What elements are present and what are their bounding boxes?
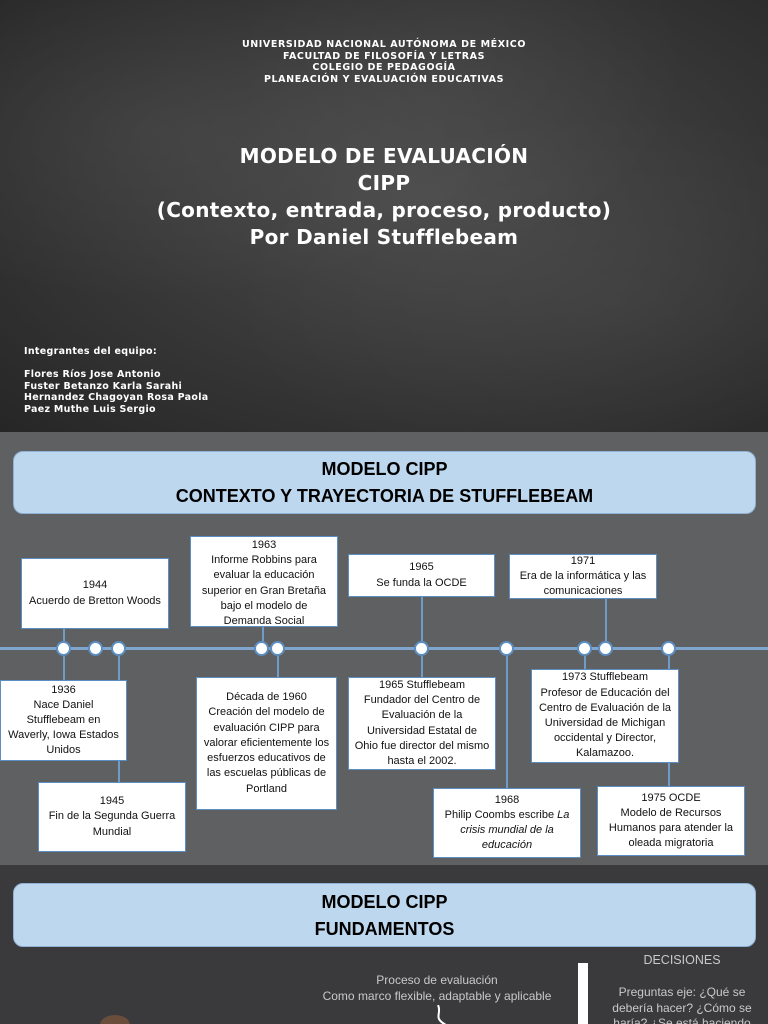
event-date: 1968 [494,793,520,806]
institution-college: COLEGIO DE PEDAGOGÍA [312,62,456,73]
event-date: Década de 1960 [226,691,307,704]
event-text: Philip Coombs escribe La crisis mundial … [439,808,575,854]
timeline-connector [262,626,264,642]
divider-bar [578,963,588,1024]
title-slide: UNIVERSIDAD NACIONAL AUTÓNOMA DE MÉXICO … [0,0,768,432]
event-date: 1944 [82,579,108,592]
timeline-marker [598,641,613,656]
event-text: Modelo de Recursos Humanos para atender … [608,806,734,850]
event-date: 1963 [251,539,277,551]
presentation-title: MODELO DE EVALUACIÓN [239,144,529,168]
event-text: Fundador del Centro de Evaluación de la … [354,694,490,767]
event-1936: 1936 Nace Daniel Stufflebeam en Waverly,… [0,680,127,761]
timeline-marker [499,641,514,656]
timeline-marker [56,641,71,656]
event-1945: 1945 Fin de la Segunda Guerra Mundial [38,782,186,852]
banner-title: MODELO CIPP [321,459,448,479]
event-text: Acuerdo de Bretton Woods [29,594,161,607]
event-1971: 1971 Era de la informática y las comunic… [509,554,657,599]
event-date: 1936 [51,683,76,696]
process-heading: Proceso de evaluación [376,973,498,987]
chalkboard-texture [0,0,768,432]
timeline-connector [421,656,423,677]
fundamentals-slide: MODELO CIPP FUNDAMENTOS Proceso de evalu… [0,865,768,1024]
event-1965-stufflebeam: 1965 Stufflebeam Fundador del Centro de … [348,677,496,770]
banner-subtitle: CONTEXTO Y TRAYECTORIA DE STUFFLEBEAM [175,486,594,506]
event-text: Se funda la OCDE [376,576,467,589]
timeline-banner: MODELO CIPP CONTEXTO Y TRAYECTORIA DE ST… [13,451,756,514]
timeline-marker [661,641,676,656]
team-member: Paez Muthe Luis Sergio [24,403,156,415]
question-line: haría? ¿Se está haciendo [613,1016,751,1024]
event-date: 1973 Stufflebeam [561,671,649,684]
decisions-heading: DECISIONES [643,953,721,967]
question-line: Preguntas eje: ¿Qué se [618,985,746,999]
event-date: 1965 [409,561,434,574]
brace-icon [437,1005,447,1024]
timeline-marker [414,641,429,656]
presentation-subtitle: (Contexto, entrada, proceso, producto) [156,198,612,222]
event-1965-ocde: 1965 Se funda la OCDE [348,554,495,597]
banner-subtitle: FUNDAMENTOS [314,919,455,939]
event-1975: 1975 OCDE Modelo de Recursos Humanos par… [597,786,745,856]
presentation-title-acronym: CIPP [357,171,411,195]
team-member: Fuster Betanzo Karla Sarahi [24,380,183,392]
institution-faculty: FACULTAD DE FILOSOFÍA Y LETRAS [282,50,486,62]
event-text: Profesor de Educación del Centro de Eval… [538,686,672,760]
event-1973: 1973 Stufflebeam Profesor de Educación d… [531,669,679,763]
team-member: Flores Ríos Jose Antonio [24,369,161,380]
event-1968: 1968 Philip Coombs escribe La crisis mun… [433,788,581,858]
timeline-connector [63,656,65,680]
event-1963: 1963 Informe Robbins para evaluar la edu… [190,536,338,627]
team-member: Hernandez Chagoyan Rosa Paola [24,392,209,403]
banner-title: MODELO CIPP [321,892,448,912]
event-1944: 1944 Acuerdo de Bretton Woods [21,558,169,629]
event-text: Informe Robbins para evaluar la educació… [201,554,327,627]
event-text-plain: Philip Coombs escribe [444,808,558,821]
event-text: Creación del modelo de evaluación CIPP p… [203,706,330,795]
team-heading: Integrantes del equipo: [24,346,157,357]
process-description: Proceso de evaluación Como marco flexibl… [300,973,574,1004]
timeline-connector [63,628,65,642]
decorative-shape [100,1015,130,1024]
process-subtext: Como marco flexible, adaptable y aplicab… [322,988,552,1003]
timeline-marker [254,641,269,656]
timeline-connector [277,656,279,677]
timeline-marker [577,641,592,656]
book-title: La crisis mundial de la educación [460,808,570,852]
timeline-connector [605,598,607,642]
event-text: Nace Daniel Stufflebeam en Waverly, Iowa… [8,698,119,757]
institution-university: UNIVERSIDAD NACIONAL AUTÓNOMA DE MÉXICO [241,39,527,50]
timeline-slide: MODELO CIPP CONTEXTO Y TRAYECTORIA DE ST… [0,432,768,865]
question-line: debería hacer? ¿Cómo se [612,1000,752,1015]
event-date: 1971 [570,554,596,567]
event-date: 1965 Stufflebeam [378,678,466,691]
event-text: Era de la informática y las comunicacion… [519,569,647,598]
key-questions: Preguntas eje: ¿Qué se debería hacer? ¿C… [596,985,768,1024]
fundamentals-banner: MODELO CIPP FUNDAMENTOS [13,883,756,947]
event-text: Fin de la Segunda Guerra Mundial [48,810,176,838]
timeline-marker [111,641,126,656]
timeline-axis [0,647,768,650]
event-date: 1975 OCDE [641,791,701,804]
timeline-connector [584,656,586,669]
presentation-author: Por Daniel Stufflebeam [249,225,519,249]
timeline-connector [506,656,508,788]
institution-course: PLANEACIÓN Y EVALUACIÓN EDUCATIVAS [263,73,505,85]
event-date: 1945 [99,795,125,808]
timeline-connector [421,596,423,642]
event-1960s: Década de 1960 Creación del modelo de ev… [196,677,337,810]
timeline-marker [88,641,103,656]
timeline-marker [270,641,285,656]
